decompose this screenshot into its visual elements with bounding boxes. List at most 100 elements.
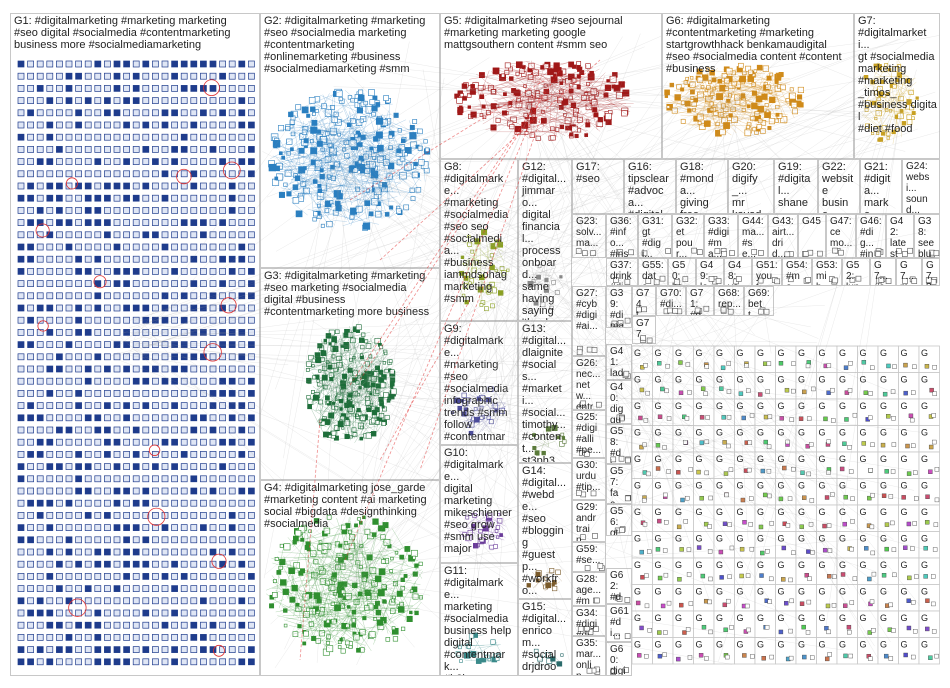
tiny-group-label: G xyxy=(634,454,641,464)
node xyxy=(94,560,102,568)
node xyxy=(322,648,330,656)
node xyxy=(36,97,44,104)
node xyxy=(152,280,159,287)
node xyxy=(36,438,44,446)
node xyxy=(635,600,641,606)
node xyxy=(274,557,279,562)
node xyxy=(722,521,728,527)
node xyxy=(17,499,25,507)
node xyxy=(17,194,25,202)
node xyxy=(17,353,25,361)
node xyxy=(161,158,169,165)
node xyxy=(161,146,169,153)
node xyxy=(881,493,887,498)
node xyxy=(142,597,150,605)
node xyxy=(870,493,875,498)
node xyxy=(113,585,121,592)
node xyxy=(891,442,897,447)
node xyxy=(113,451,121,458)
node xyxy=(56,402,63,409)
node xyxy=(806,471,812,477)
node xyxy=(891,547,897,552)
node xyxy=(308,529,312,533)
node xyxy=(142,524,150,531)
node xyxy=(180,72,188,80)
node xyxy=(688,467,693,472)
node xyxy=(704,470,709,476)
node xyxy=(56,365,63,373)
node xyxy=(209,219,217,226)
node xyxy=(17,170,25,178)
tiny-group-label: G xyxy=(737,454,744,464)
node xyxy=(645,390,650,396)
node xyxy=(84,133,92,141)
edge xyxy=(331,602,385,638)
node xyxy=(104,170,111,178)
node xyxy=(843,365,849,370)
node xyxy=(707,549,713,554)
node xyxy=(132,438,140,446)
node xyxy=(123,341,130,348)
node xyxy=(46,548,54,556)
node xyxy=(386,399,391,403)
node xyxy=(113,268,121,275)
tiny-group-label: G xyxy=(696,428,703,438)
node xyxy=(84,475,92,483)
node xyxy=(171,475,178,483)
edge xyxy=(405,601,422,622)
node xyxy=(17,621,25,629)
node xyxy=(104,585,111,592)
node xyxy=(123,646,130,653)
node xyxy=(655,466,661,471)
node xyxy=(699,495,704,501)
node xyxy=(46,609,54,617)
edge xyxy=(310,127,351,185)
node xyxy=(219,658,226,666)
edge xyxy=(322,535,325,559)
node xyxy=(228,72,236,80)
node xyxy=(180,499,188,507)
node xyxy=(209,72,217,80)
node xyxy=(65,365,73,373)
node xyxy=(238,499,246,507)
node xyxy=(209,512,217,519)
node xyxy=(200,109,207,117)
node xyxy=(576,61,582,66)
node xyxy=(228,304,236,312)
node xyxy=(142,60,150,68)
node xyxy=(459,659,463,663)
edge xyxy=(349,582,363,631)
node xyxy=(925,494,930,499)
node xyxy=(75,255,82,263)
node xyxy=(623,667,629,673)
node xyxy=(17,548,25,556)
node xyxy=(324,208,330,213)
node xyxy=(132,268,140,275)
node xyxy=(132,316,140,324)
tiny-group-label: G xyxy=(655,560,662,570)
node xyxy=(161,634,169,641)
node xyxy=(132,207,140,214)
node xyxy=(200,365,207,373)
node xyxy=(36,390,44,397)
tiny-group-label: G xyxy=(716,428,723,438)
node xyxy=(161,426,169,434)
node xyxy=(94,512,102,519)
node xyxy=(46,621,54,629)
node xyxy=(132,475,140,483)
node xyxy=(17,268,25,275)
node xyxy=(925,598,930,603)
node xyxy=(142,341,150,348)
node xyxy=(46,402,54,409)
node xyxy=(644,654,649,659)
node xyxy=(842,521,847,527)
node xyxy=(171,402,178,409)
tiny-group-label: G xyxy=(634,348,641,358)
node xyxy=(65,231,73,239)
tiny-group-label: G xyxy=(819,401,826,411)
node xyxy=(826,439,831,444)
node xyxy=(822,523,827,529)
node xyxy=(248,280,255,287)
node xyxy=(475,658,482,664)
node xyxy=(238,97,246,104)
